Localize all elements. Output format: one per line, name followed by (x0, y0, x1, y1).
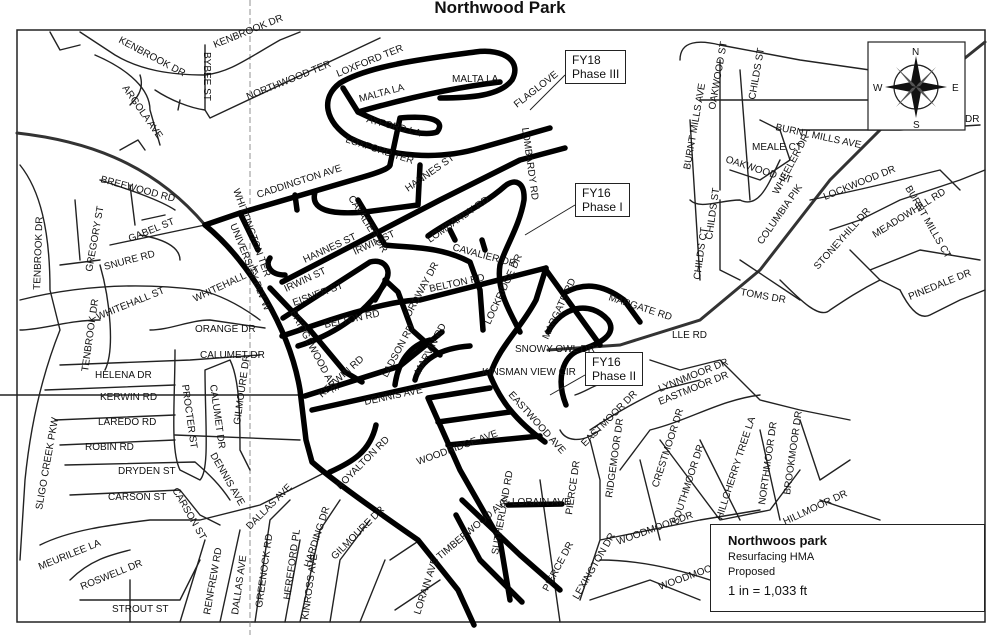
callout-fy16-phase-1: FY16 Phase I (575, 183, 630, 217)
street-label: DR (965, 114, 979, 125)
compass-rose: N S E W (867, 41, 966, 131)
street-label: DENNIS AVE (363, 385, 424, 408)
street-label: STONEYHILL DR (812, 206, 873, 272)
callout-phase: Phase II (592, 369, 637, 383)
street-label: SNOWY OWL DR (515, 344, 595, 355)
street-label: NORTHWOOD TER (245, 59, 333, 103)
street-label: CARSON ST (169, 486, 208, 542)
street-label: TOMS DR (739, 287, 786, 306)
street-label: LAREDO RD (98, 417, 156, 428)
street-label: CARSON ST (108, 492, 166, 503)
street-label: CHILDS ST (747, 47, 767, 100)
street-label: RIDGEMOOR DR (604, 418, 626, 499)
street-label: LORAIN AVE (512, 497, 571, 508)
street-label: TENBROOK DR (32, 216, 46, 290)
legend-scale: 1 in = 1,033 ft (728, 583, 808, 598)
callout-fy18-phase-3: FY18 Phase III (565, 50, 627, 84)
legend-treatment: Resurfacing HMA (728, 551, 815, 563)
legend-status: Proposed (728, 566, 776, 578)
map-frame (16, 29, 986, 623)
street-label: STROUT ST (112, 604, 168, 615)
street-label: HILLCHERRY TREE LA (714, 415, 758, 521)
street-label: SNURE RD (103, 249, 156, 273)
street-label: PIERCE DR (564, 460, 582, 515)
street-label: EASTMOOR DR (579, 389, 639, 449)
street-label: DRYDEN ST (118, 466, 176, 477)
street-label: SLIGO CREEK PKW (34, 416, 61, 510)
street-label: ORANGE DR (195, 324, 256, 335)
street-label: BREEWOOD RD (99, 174, 176, 204)
street-label: BURNT MILLS AVE (682, 82, 708, 170)
street-label: BYBEE ST (201, 52, 212, 101)
street-label: LEXINGTON DR (571, 531, 618, 601)
street-label: MALTA LA (452, 74, 499, 85)
callout-fy16-phase-2: FY16 Phase II (585, 352, 644, 386)
street-label: CHILDS CT (692, 227, 710, 281)
callout-year: FY16 (582, 186, 611, 200)
street-label: MEURILEE LA (37, 538, 103, 573)
street-label: HEREFORD PL (282, 528, 303, 600)
street-label: PINEDALE DR (907, 268, 973, 303)
legend-project-name: Northwoos park (728, 533, 827, 548)
compass-east-label: E (952, 83, 959, 94)
street-label: LORAIN AVE (412, 556, 441, 616)
callout-phase: Phase III (572, 67, 620, 81)
street-label: LLE RD (672, 330, 707, 341)
street-label: MEALE CT (752, 142, 802, 153)
map-title: Northwood Park (434, 0, 566, 17)
callout-year: FY18 (572, 53, 601, 67)
proposed-resurfacing-roads (202, 48, 643, 628)
callout-leaders (524, 74, 586, 396)
street-label: GILMOURE DR (329, 504, 387, 562)
compass-south-label: S (913, 120, 920, 131)
street-label: HELENA DR (95, 370, 152, 381)
street-label: GREENOCK RD (254, 533, 275, 608)
callout-year: FY16 (592, 355, 621, 369)
street-label: WOODMOOR DR (615, 510, 694, 548)
street-label: CRESTMOOR DR (650, 407, 686, 489)
street-label: KENBROOK DR (212, 13, 285, 51)
callout-phase: Phase I (582, 200, 623, 214)
street-label: TENBROOK DR (80, 298, 101, 372)
street-label: LOXFORD TER (335, 43, 405, 80)
street-label: ROBIN RD (85, 442, 134, 453)
street-label: CALUMET DR (200, 350, 265, 361)
street-label: LOXFORD TER (344, 134, 415, 166)
street-label: CALUMET DR (207, 384, 227, 450)
street-label: KERWIN RD (100, 392, 157, 403)
compass-needle-north (911, 56, 921, 87)
map-legend: Northwoos park Resurfacing HMA Proposed … (710, 524, 985, 612)
compass-north-label: N (912, 47, 919, 58)
street-label: PROCTER ST (179, 384, 199, 449)
street-label: ROSWELL DR (79, 558, 144, 593)
compass-west-label: W (873, 83, 883, 94)
street-label: BROOKMOOR DR (782, 410, 805, 495)
street-label: EASTWOOD AVE (506, 390, 568, 457)
street-label: KINSMAN VIEW CIR (482, 367, 576, 378)
street-label: RENFREW RD (202, 547, 225, 616)
